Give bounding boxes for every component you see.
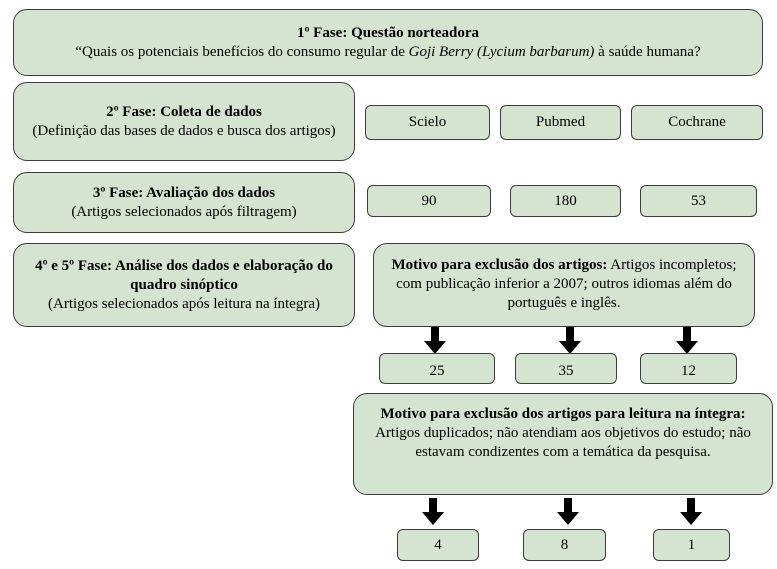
exclusion1-box: Motivo para exclusão dos artigos: Artigo… xyxy=(373,243,755,327)
exclusion2-box: Motivo para exclusão dos artigos para le… xyxy=(353,393,773,495)
phase45-title: 4º e 5º Fase: Análise dos dados e elabor… xyxy=(35,257,333,293)
database-pubmed: Pubmed xyxy=(500,105,621,140)
phase1-box: 1º Fase: Questão norteadora “Quais os po… xyxy=(13,9,763,76)
question-text-start: “Quais os potenciais benefícios do consu… xyxy=(75,43,409,60)
count-value: 4 xyxy=(434,536,442,553)
phase45-subtitle: (Artigos selecionados após leitura na ín… xyxy=(48,295,320,312)
count-final-scielo: 4 xyxy=(397,529,479,561)
database-cochrane: Cochrane xyxy=(631,105,763,140)
phase45-box: 4º e 5º Fase: Análise dos dados e elabor… xyxy=(13,243,355,327)
phase2-box: 2º Fase: Coleta de dados (Definição das … xyxy=(13,82,355,161)
count-filtered-cochrane: 53 xyxy=(640,185,757,217)
arrow-down-icon xyxy=(676,327,698,354)
arrow-down-icon xyxy=(680,498,702,525)
phase1-question: “Quais os potenciais benefícios do consu… xyxy=(75,43,700,62)
arrow-down-icon xyxy=(559,327,581,354)
count-value: 53 xyxy=(691,192,706,209)
exclusion1-label: Motivo para exclusão dos artigos: xyxy=(391,257,608,273)
database-label: Pubmed xyxy=(535,114,586,130)
count-value: 180 xyxy=(554,192,577,209)
exclusion2-text: Artigos duplicados; não atendiam aos obj… xyxy=(375,425,751,460)
phase3-subtitle: (Artigos selecionados após filtragem) xyxy=(71,203,297,220)
arrow-down-icon xyxy=(557,498,579,525)
count-filtered-pubmed: 180 xyxy=(510,185,621,217)
count-value: 8 xyxy=(560,536,569,553)
phase3-title: 3º Fase: Avaliação dos dados xyxy=(92,184,276,201)
arrow-down-icon xyxy=(424,327,446,354)
count-excl1-cochrane: 12 xyxy=(640,353,737,384)
database-label: Cochrane xyxy=(668,114,726,130)
question-text-end: à saúde humana? xyxy=(594,43,701,60)
count-value: 90 xyxy=(421,192,437,209)
arrow-down-icon xyxy=(422,498,444,525)
exclusion1-text: Artigos incompletos; com publicação infe… xyxy=(396,257,737,311)
question-species: Goji Berry (Lycium barbarum) xyxy=(408,43,595,60)
count-filtered-scielo: 90 xyxy=(367,185,491,217)
count-final-pubmed: 8 xyxy=(523,529,606,561)
count-value: 1 xyxy=(687,536,696,553)
database-label: Scielo xyxy=(408,114,447,130)
count-excl1-pubmed: 35 xyxy=(515,353,617,384)
count-value: 35 xyxy=(558,363,574,379)
count-final-cochrane: 1 xyxy=(653,529,730,561)
count-value: 12 xyxy=(681,363,696,379)
phase1-title: 1º Fase: Questão norteadora xyxy=(296,24,479,41)
phase2-subtitle: (Definição das bases de dados e busca do… xyxy=(32,122,336,139)
database-scielo: Scielo xyxy=(365,105,490,140)
phase2-title: 2º Fase: Coleta de dados xyxy=(106,103,262,120)
phase3-box: 3º Fase: Avaliação dos dados (Artigos se… xyxy=(13,172,355,233)
exclusion2-label: Motivo para exclusão dos artigos para le… xyxy=(380,406,746,422)
count-excl1-scielo: 25 xyxy=(379,353,495,384)
count-value: 25 xyxy=(429,363,445,379)
